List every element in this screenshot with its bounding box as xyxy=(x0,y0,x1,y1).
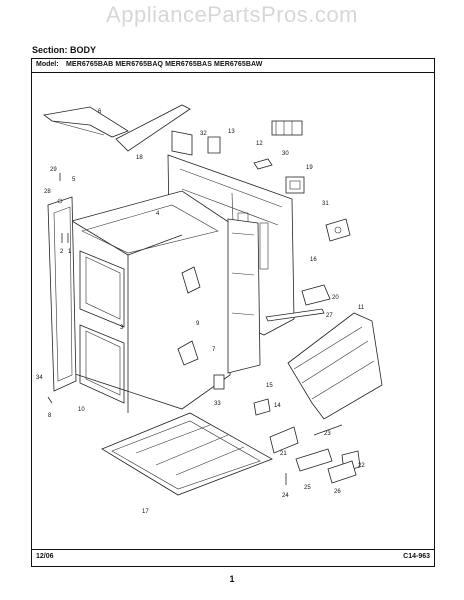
part-25-bracket xyxy=(295,448,333,472)
part-5-side-trim xyxy=(47,196,77,392)
part-27-strip xyxy=(265,308,325,322)
oven-lower-cavity xyxy=(79,324,125,404)
parts-diagram-frame: Model: MER6765BAB MER6765BAQ MER6765BAS … xyxy=(31,58,435,567)
part-7-hinge-receptacle xyxy=(177,340,199,366)
part-15-side-panel xyxy=(227,218,261,374)
part-19-box xyxy=(285,176,305,194)
part-18-top-trim xyxy=(115,104,191,152)
callout-1: 1 xyxy=(68,249,72,255)
part-8-screw xyxy=(47,396,53,404)
part-11-insulation xyxy=(287,312,383,420)
part-13-bracket xyxy=(207,136,221,154)
callout-7: 7 xyxy=(212,347,216,353)
part-28-clip xyxy=(57,198,63,204)
part-16-switch xyxy=(325,218,351,242)
callout-16: 16 xyxy=(310,257,317,263)
part-14-bracket xyxy=(253,398,271,416)
callout-21: 21 xyxy=(280,451,287,457)
callout-3: 3 xyxy=(120,325,124,331)
callout-10: 10 xyxy=(78,407,85,413)
callout-4: 4 xyxy=(156,211,160,217)
callout-19: 19 xyxy=(306,165,313,171)
revision-date: 12/06 xyxy=(36,553,54,560)
callout-15: 15 xyxy=(266,383,273,389)
part-20-bracket xyxy=(301,284,331,306)
callout-18: 18 xyxy=(136,155,143,161)
part-32-bracket xyxy=(171,130,193,156)
part-17-bottom-tray xyxy=(101,412,273,496)
callout-26: 26 xyxy=(334,489,341,495)
callout-30: 30 xyxy=(282,151,289,157)
callout-23: 23 xyxy=(324,431,331,437)
callout-11: 11 xyxy=(358,305,365,311)
oven-upper-cavity xyxy=(79,250,125,328)
model-list: MER6765BAB MER6765BAQ MER6765BAS MER6765… xyxy=(66,61,263,68)
callout-8: 8 xyxy=(48,413,52,419)
callout-29: 29 xyxy=(50,167,57,173)
callout-33: 33 xyxy=(214,401,221,407)
part-30-terminal-block xyxy=(271,120,303,136)
callout-31: 31 xyxy=(322,201,329,207)
part-26-bracket xyxy=(327,460,357,484)
diagram-code: C14-963 xyxy=(403,553,430,560)
callout-34: 34 xyxy=(36,375,43,381)
callout-25: 25 xyxy=(304,485,311,491)
part-6-top-trim xyxy=(43,106,129,138)
callout-24: 24 xyxy=(282,493,289,499)
exploded-parts-diagram: 6 18 32 13 30 12 19 31 16 20 11 27 15 14… xyxy=(36,104,383,515)
site-watermark: AppliancePartsPros.com xyxy=(106,2,358,27)
part-23-rod xyxy=(313,424,343,436)
part-21-bracket xyxy=(269,426,299,454)
callout-22: 22 xyxy=(358,463,365,469)
callout-2: 2 xyxy=(60,249,64,255)
callout-12: 12 xyxy=(256,141,263,147)
callout-17: 17 xyxy=(142,509,149,515)
part-33-bracket xyxy=(213,374,225,390)
callout-14: 14 xyxy=(274,403,281,409)
model-row: Model: MER6765BAB MER6765BAQ MER6765BAS … xyxy=(32,59,434,73)
footer-row: 12/06 C14-963 xyxy=(32,549,434,566)
part-12-clip xyxy=(253,158,273,170)
callout-28: 28 xyxy=(44,189,51,195)
model-label: Model: xyxy=(36,61,59,68)
section-title: Section: BODY xyxy=(32,45,97,55)
callout-6: 6 xyxy=(98,109,102,115)
page-number: 1 xyxy=(229,574,235,584)
callout-5: 5 xyxy=(72,177,76,183)
callout-20: 20 xyxy=(332,295,339,301)
callout-13: 13 xyxy=(228,129,235,135)
part-9-hinge-receptacle xyxy=(181,266,201,294)
part-4-oven-body xyxy=(71,190,231,413)
callout-9: 9 xyxy=(196,321,200,327)
callout-27: 27 xyxy=(326,313,333,319)
callout-32: 32 xyxy=(200,131,207,137)
